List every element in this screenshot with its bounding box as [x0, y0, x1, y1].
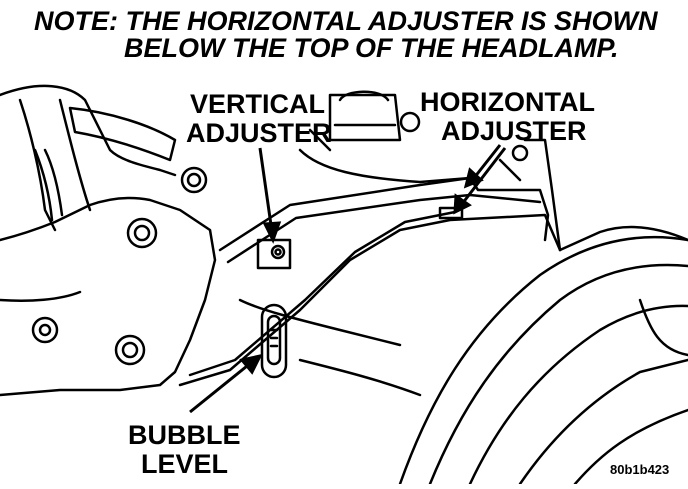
horizontal-adjuster-arrow-1: [472, 144, 502, 179]
bolt-icon: [114, 334, 146, 366]
bubble-level-label-line-1: BUBBLE: [128, 420, 241, 450]
bolt-icon: [31, 316, 59, 344]
figure-code: 80b1b423: [610, 462, 670, 477]
bolt-icon: [399, 111, 421, 133]
bolt-icon: [180, 166, 208, 194]
bolt-icon: [126, 217, 158, 249]
fender-outline: [0, 84, 177, 177]
vertical-adjuster-label-line-2: ADJUSTER: [186, 118, 332, 148]
note-line-1: NOTE: THE HORIZONTAL ADJUSTER IS SHOWN: [34, 6, 658, 36]
horizontal-adjuster-arrow-2: [460, 147, 507, 205]
horizontal-adjuster-label-line-2: ADJUSTER: [441, 116, 587, 146]
vertical-adjuster-label-line-1: VERTICAL: [190, 89, 325, 119]
body-panel-edge: [0, 196, 217, 397]
horizontal-adjuster-label-line-1: HORIZONTAL: [420, 87, 595, 117]
top-bracket: [328, 93, 402, 142]
bubble-level-icon: [260, 303, 288, 379]
headlamp-lens: [398, 235, 688, 486]
note-line-2: BELOW THE TOP OF THE HEADLAMP.: [124, 33, 619, 63]
wire-harness: [68, 106, 177, 162]
bubble-level-label-line-2: LEVEL: [141, 449, 229, 479]
bolt-icon: [511, 144, 529, 162]
bubble-level-arrow: [189, 360, 253, 414]
vertical-adjuster: [256, 238, 292, 270]
vertical-adjuster-arrow: [258, 147, 274, 233]
